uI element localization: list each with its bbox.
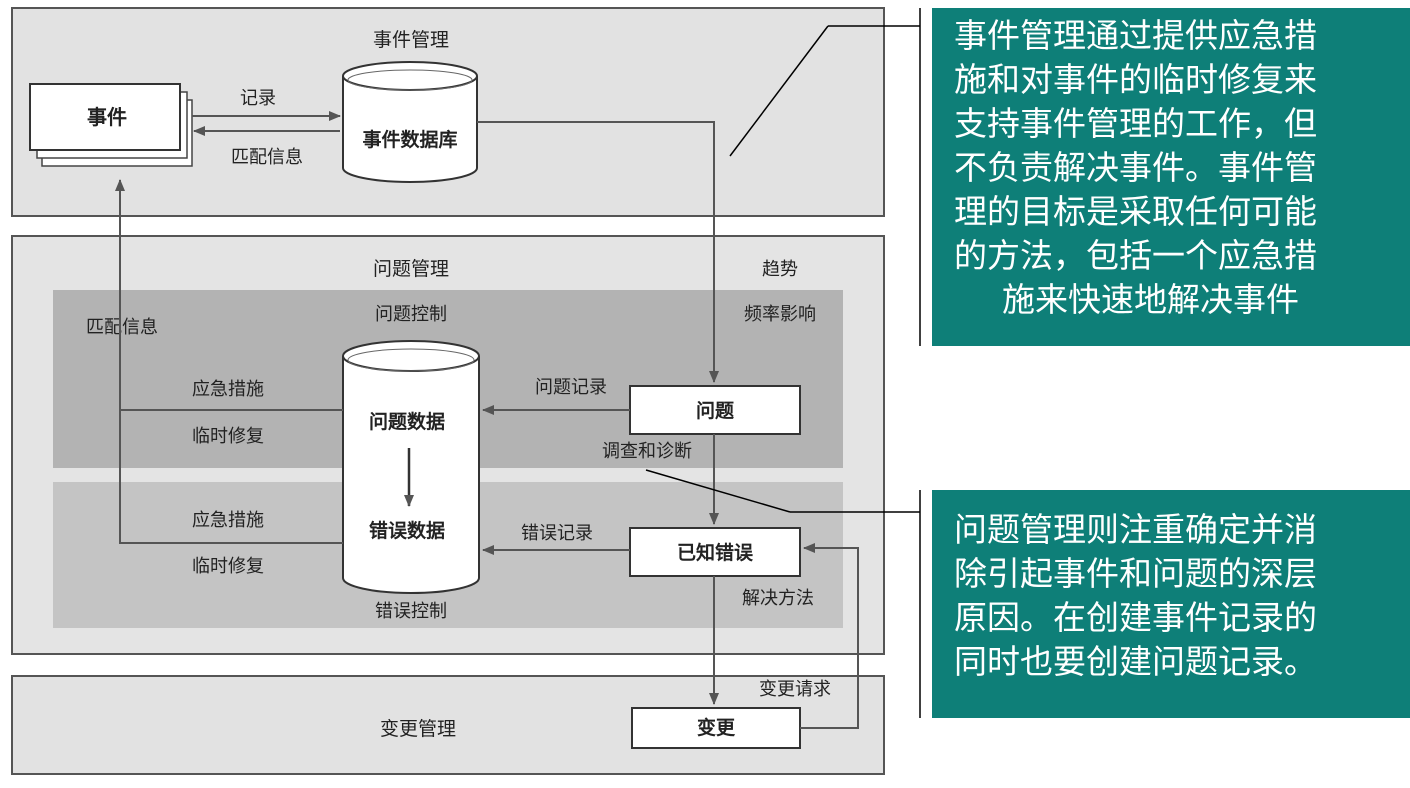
callout-2-line: 除引起事件和问题的深层 (954, 554, 1317, 593)
callout-1-line: 事件管理通过提供应急措 (954, 16, 1317, 55)
incident-database-label: 事件数据库 (362, 128, 457, 151)
workaround-label-1: 应急措施 (192, 379, 264, 400)
problem-data-label: 问题数据 (369, 410, 445, 433)
callout-1-line: 的方法，包括一个应急措 (954, 236, 1317, 275)
callout-1-line: 不负责解决事件。事件管 (954, 148, 1317, 187)
change-management-title: 变更管理 (380, 718, 456, 740)
incident-db-to-problem-arrow (477, 121, 719, 383)
problem-box (629, 385, 801, 435)
problem-control-label: 问题控制 (375, 304, 447, 325)
incident-box-label: 事件 (87, 105, 127, 129)
callout-2-pointer (645, 469, 791, 513)
incident-management-title: 事件管理 (373, 29, 449, 51)
callout-2-line: 问题管理则注重确定并消 (954, 510, 1317, 549)
temp-fix-label-1: 临时修复 (192, 426, 264, 447)
known-error-label: 已知错误 (677, 541, 754, 564)
temp-fix-label-2: 临时修复 (192, 556, 264, 577)
error-control-label: 错误控制 (375, 601, 447, 622)
match-info-label: 匹配信息 (86, 317, 158, 338)
callout-1-line: 施来快速地解决事件 (1002, 280, 1299, 319)
problem-management-callout: 问题管理则注重确定并消 除引起事件和问题的深层 原因。在创建事件记录的 同时也要… (932, 490, 1410, 718)
record-label: 记录 (240, 88, 276, 109)
callout-1-pointer (729, 25, 829, 157)
error-data-label: 错误数据 (369, 519, 445, 542)
change-box-label: 变更 (697, 716, 736, 739)
error-record-label: 错误记录 (521, 523, 593, 544)
change-request-label: 变更请求 (759, 679, 831, 700)
workaround-label-2: 应急措施 (192, 510, 264, 531)
problem-error-database-cylinder (342, 340, 480, 594)
solution-label: 解决方法 (742, 588, 814, 609)
incident-box (29, 83, 181, 151)
incident-database-cylinder (342, 61, 478, 183)
problem-box-label: 问题 (696, 400, 734, 422)
callout-1-line: 支持事件管理的工作，但 (954, 104, 1317, 143)
incident-management-callout: 事件管理通过提供应急措 施和对事件的临时修复来 支持事件管理的工作，但 不负责解… (932, 8, 1410, 346)
trend-label: 趋势 (762, 259, 798, 280)
problem-record-label: 问题记录 (535, 377, 607, 398)
freq-impact-label: 频率影响 (744, 304, 816, 325)
callout-1-line: 施和对事件的临时修复来 (954, 60, 1317, 99)
callout-2-line: 原因。在创建事件记录的 (954, 598, 1317, 637)
change-box (631, 707, 801, 749)
investigate-label: 调查和诊断 (602, 441, 692, 462)
callout-1-line: 理的目标是采取任何可能 (954, 192, 1317, 231)
change-feedback-arrow (800, 543, 859, 729)
problem-management-title: 问题管理 (373, 258, 449, 280)
temp-fix-return-line (119, 410, 343, 544)
callout-2-line: 同时也要创建问题记录。 (954, 642, 1317, 681)
match-label: 匹配信息 (231, 147, 303, 168)
